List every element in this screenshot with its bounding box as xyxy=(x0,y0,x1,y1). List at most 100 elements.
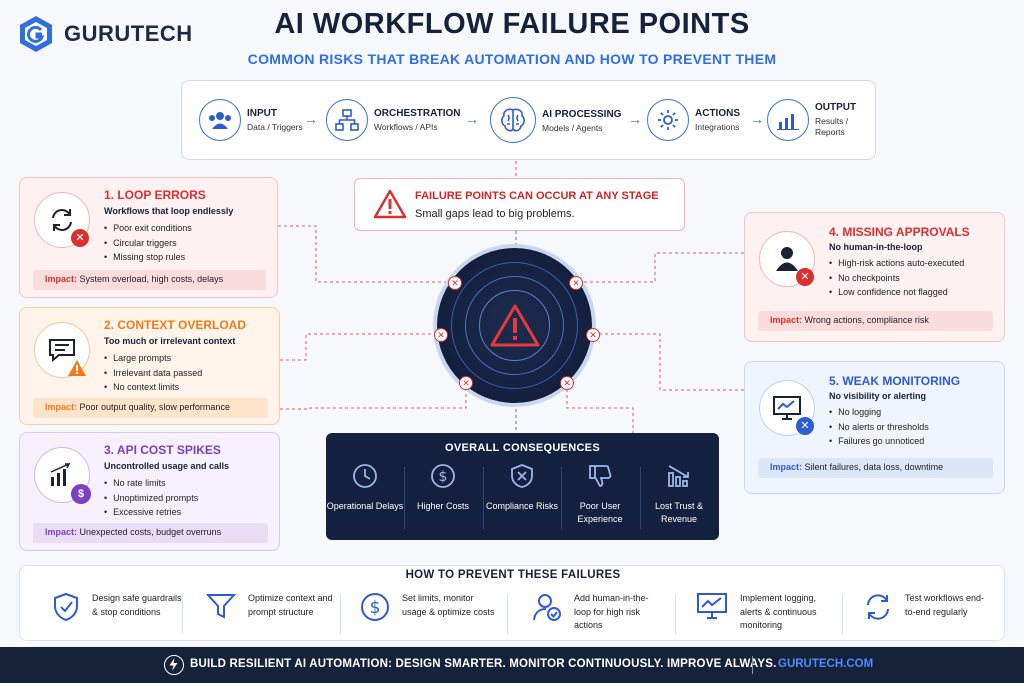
impact-row: Impact: Poor output quality, slow perfor… xyxy=(33,398,268,418)
card-title: 4. MISSING APPROVALS xyxy=(829,225,970,239)
arrow-right-icon: → xyxy=(750,111,764,127)
consequence-label: Lost Trust & Revenue xyxy=(654,501,704,524)
failure-marker-icon: ✕ xyxy=(586,328,600,342)
page-title: AI WORKFLOW FAILURE POINTS xyxy=(274,8,750,40)
users-icon xyxy=(199,99,241,141)
user-icon: ✕ xyxy=(759,231,815,287)
step-title: ORCHESTRATION xyxy=(374,107,461,119)
impact-label: Impact: xyxy=(770,315,803,325)
prevention-item: Add human-in-the-loop for high risk acti… xyxy=(532,592,659,633)
arrow-right-icon: → xyxy=(304,111,318,127)
declining-chart-icon xyxy=(668,465,689,487)
prevention-item: Implement logging, alerts & continuous m… xyxy=(696,592,830,633)
prevention-item: Design safe guardrails & stop conditions xyxy=(52,592,187,622)
card-title: 5. WEAK MONITORING xyxy=(829,374,961,388)
website-link[interactable]: GURUTECH.COM xyxy=(778,658,874,670)
funnel-icon xyxy=(206,594,236,619)
bullet-item: Irrelevant data passed xyxy=(104,366,202,381)
prevention-item: $ Set limits, monitor usage & optimize c… xyxy=(360,592,497,622)
warning-icon xyxy=(490,304,540,347)
step-subtitle: Integrations xyxy=(695,121,740,132)
step-title: OUTPUT xyxy=(815,102,857,113)
prevention-panel: HOW TO PREVENT THESE FAILURES Design saf… xyxy=(19,565,1005,641)
failure-card-api-cost-spikes: $ 3. API COST SPIKES Uncontrolled usage … xyxy=(19,432,280,551)
divider xyxy=(752,656,753,674)
bullet-item: Missing stop rules xyxy=(104,250,192,265)
prevention-text: Optimize context and prompt structure xyxy=(248,593,333,617)
brand-logo[interactable]: GURUTECH xyxy=(16,14,193,54)
shield-check-icon xyxy=(54,592,78,622)
card-bullets: No logging No alerts or thresholds Failu… xyxy=(829,405,929,449)
impact-text: Poor output quality, slow performance xyxy=(79,402,230,412)
card-subtitle: No human-in-the-loop xyxy=(829,242,923,252)
step-title: INPUT xyxy=(247,107,277,119)
impact-label: Impact: xyxy=(770,462,803,472)
bar-chart-icon xyxy=(767,99,809,141)
consequences-title: OVERALL CONSEQUENCES xyxy=(445,442,600,454)
impact-row: Impact: System overload, high costs, del… xyxy=(33,270,266,290)
impact-text: System overload, high costs, delays xyxy=(79,274,224,284)
refresh-icon xyxy=(867,594,889,620)
card-bullets: Poor exit conditions Circular triggers M… xyxy=(104,221,192,265)
bullet-item: Unoptimized prompts xyxy=(104,491,198,506)
thumbs-down-icon xyxy=(589,465,612,487)
footer-tagline: BUILD RESILIENT AI AUTOMATION: DESIGN SM… xyxy=(190,658,777,670)
brain-icon xyxy=(490,97,536,143)
consequence-item: Lost Trust & Revenue xyxy=(640,463,718,526)
error-badge-icon: ✕ xyxy=(796,417,814,435)
consequence-label: Higher Costs xyxy=(416,501,470,511)
consequence-label: Compliance Risks xyxy=(485,501,559,511)
impact-row: Impact: Silent failures, data loss, down… xyxy=(758,458,993,478)
core-ring xyxy=(465,276,564,375)
prevention-text: Design safe guardrails & stop conditions xyxy=(92,593,182,617)
prevention-text: Set limits, monitor usage & optimize cos… xyxy=(402,593,495,617)
loop-arrows-icon: ✕ xyxy=(34,192,90,248)
bullet-item: Low confidence not flagged xyxy=(829,285,964,300)
bullet-item: Excessive retries xyxy=(104,505,198,520)
consequence-item: Compliance Risks xyxy=(483,463,561,513)
card-title: 2. CONTEXT OVERLOAD xyxy=(104,318,247,332)
card-bullets: Large prompts Irrelevant data passed No … xyxy=(104,351,202,395)
impact-text: Silent failures, data loss, downtime xyxy=(804,462,944,472)
card-bullets: No rate limits Unoptimized prompts Exces… xyxy=(104,476,198,520)
central-warning-core xyxy=(437,248,592,403)
failure-card-missing-approvals: ✕ 4. MISSING APPROVALS No human-in-the-l… xyxy=(744,212,1005,342)
consequence-label: Poor User Experience xyxy=(577,501,623,524)
gear-icon xyxy=(647,99,689,141)
prevention-title: HOW TO PREVENT THESE FAILURES xyxy=(405,569,621,581)
shield-x-icon xyxy=(511,464,533,488)
failure-marker-icon: ✕ xyxy=(560,376,574,390)
divider xyxy=(507,594,508,634)
failure-card-weak-monitoring: ✕ 5. WEAK MONITORING No visibility or al… xyxy=(744,361,1005,494)
step-subtitle: Models / Agents xyxy=(542,122,603,133)
step-title: ACTIONS xyxy=(695,107,740,119)
divider xyxy=(561,467,562,529)
pipeline-step-actions: ACTIONS Integrations xyxy=(647,99,740,141)
flowchart-icon xyxy=(326,99,368,141)
error-badge-icon: ✕ xyxy=(71,229,89,247)
clock-icon xyxy=(353,464,377,488)
card-subtitle: Too much or irrelevant context xyxy=(104,336,236,346)
failure-card-loop-errors: ✕ 1. LOOP ERRORS Workflows that loop end… xyxy=(19,177,278,298)
bullet-item: Circular triggers xyxy=(104,236,192,251)
chat-bubble-icon xyxy=(34,322,90,378)
divider xyxy=(675,594,676,634)
step-title: AI PROCESSING xyxy=(542,108,622,120)
page-subtitle: COMMON RISKS THAT BREAK AUTOMATION AND H… xyxy=(247,51,777,67)
step-subtitle: Results / Reports xyxy=(815,116,849,137)
divider xyxy=(483,467,484,529)
divider xyxy=(640,467,641,529)
divider xyxy=(340,594,341,634)
bullet-item: Poor exit conditions xyxy=(104,221,192,236)
failure-marker-icon: ✕ xyxy=(434,328,448,342)
warning-icon xyxy=(373,189,407,219)
impact-text: Wrong actions, compliance risk xyxy=(804,315,929,325)
monitor-icon: ✕ xyxy=(759,380,815,436)
bullet-item: No context limits xyxy=(104,380,202,395)
footer-bar: BUILD RESILIENT AI AUTOMATION: DESIGN SM… xyxy=(0,647,1024,683)
svg-text:$: $ xyxy=(439,469,448,485)
bullet-item: Large prompts xyxy=(104,351,202,366)
banner-subtitle: Small gaps lead to big problems. xyxy=(415,208,575,220)
